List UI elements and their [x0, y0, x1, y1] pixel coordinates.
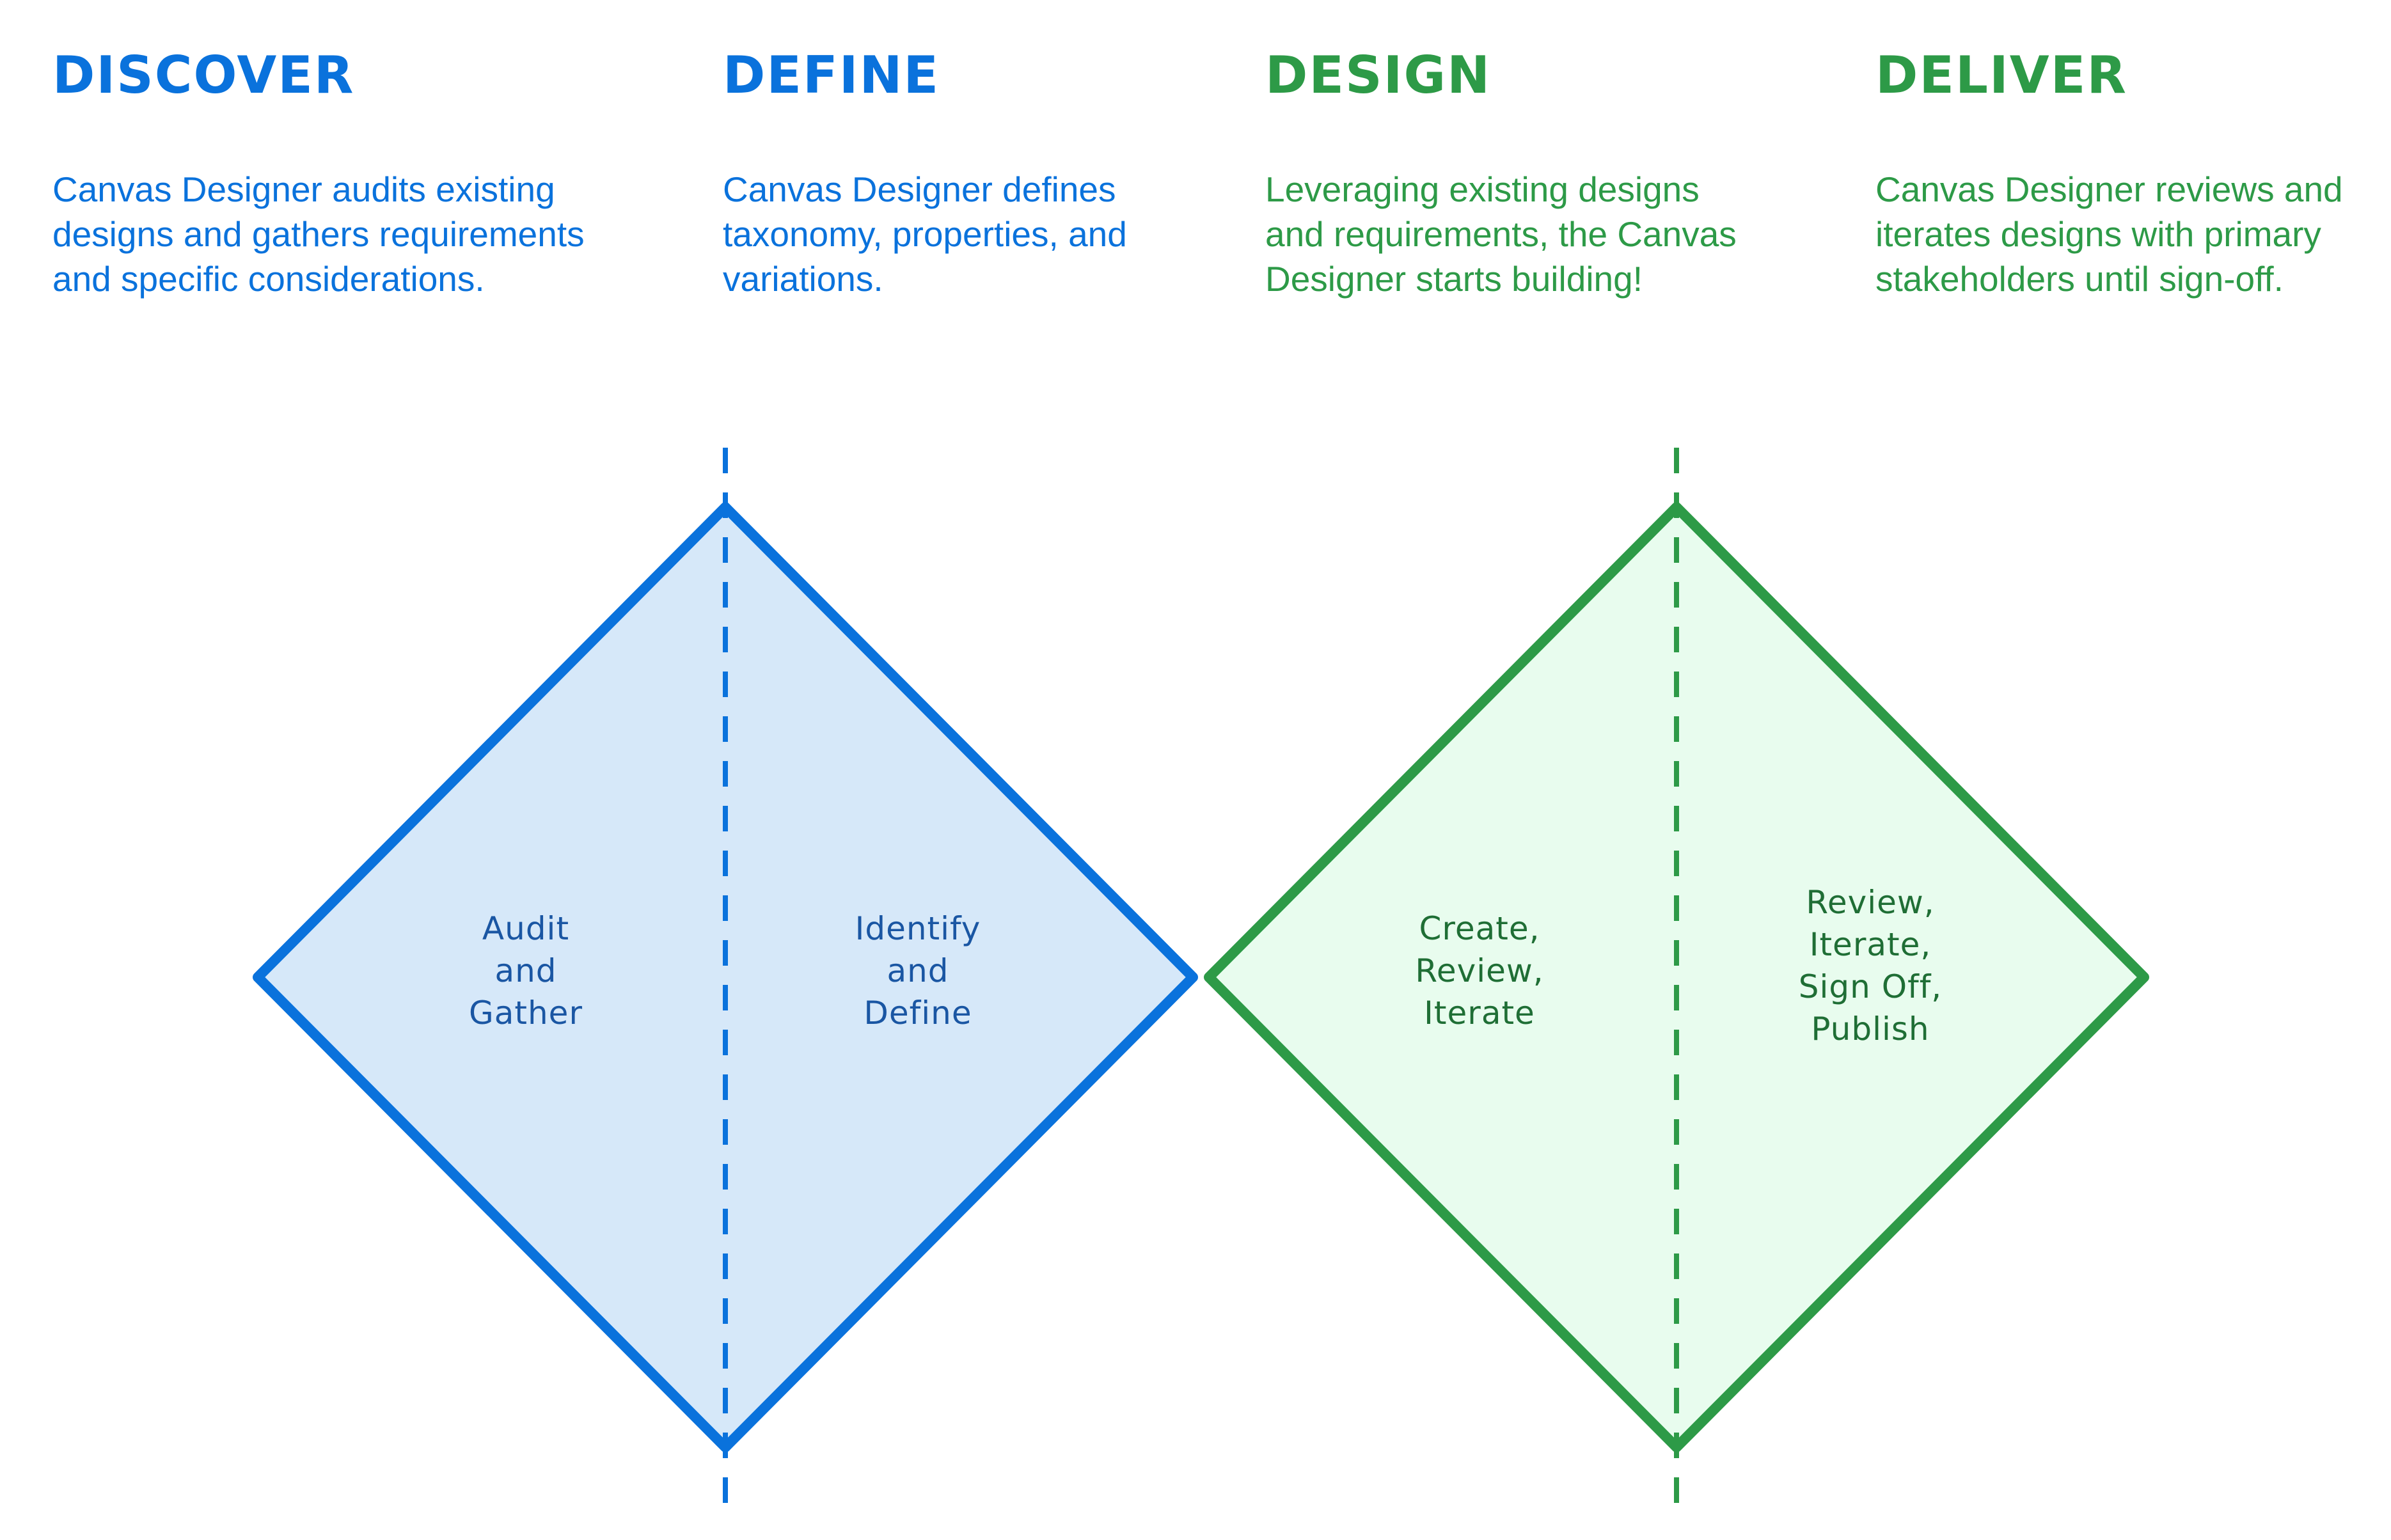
phase-title-discover: DISCOVER — [52, 45, 355, 105]
stage-label-review-iterate-signoff-publish: Review, Iterate, Sign Off, Publish — [1798, 884, 1943, 1048]
phase-title-define: DEFINE — [723, 45, 940, 105]
stage-label-create-review-iterate: Create, Review, Iterate — [1415, 910, 1544, 1032]
stage-label-audit-gather: Audit and Gather — [469, 910, 583, 1032]
phase-description-define: Canvas Designer defines taxonomy, proper… — [723, 169, 1127, 299]
phase-title-deliver: DELIVER — [1875, 45, 2127, 105]
phase-title-design: DESIGN — [1265, 45, 1492, 105]
phase-define: DEFINE Canvas Designer defines taxonomy,… — [723, 45, 1127, 301]
phase-design: DESIGN Leveraging existing designs and r… — [1265, 45, 1737, 301]
stage-label-identify-define: Identify and Define — [855, 910, 981, 1032]
phase-discover: DISCOVER Canvas Designer audits existing… — [52, 45, 585, 301]
phase-description-design: Leveraging existing designs and requirem… — [1265, 169, 1737, 299]
phase-deliver: DELIVER Canvas Designer reviews and iter… — [1875, 45, 2343, 301]
phase-description-deliver: Canvas Designer reviews and iterates des… — [1875, 169, 2343, 299]
phase-description-discover: Canvas Designer audits existing designs … — [52, 169, 585, 299]
